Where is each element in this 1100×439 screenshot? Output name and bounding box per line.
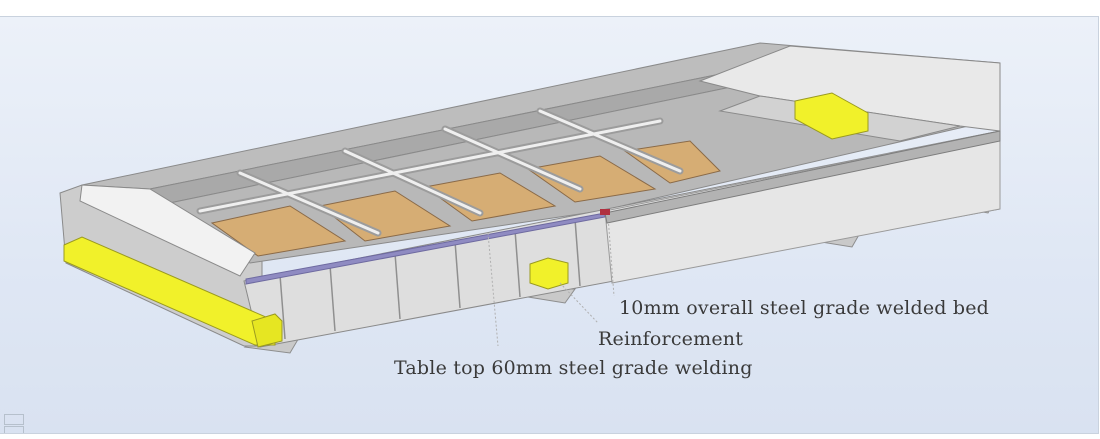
yellow-pad-front-left	[63, 236, 276, 346]
callout-welded-bed: 10mm overall steel grade welded bed	[619, 297, 990, 319]
top-rail	[245, 212, 606, 285]
yellow-pad-front-left-end	[251, 313, 283, 348]
callout-reinforcement: Reinforcement	[598, 328, 744, 350]
front-wall-ribs	[279, 218, 581, 340]
view-orientation-triad-icon[interactable]	[2, 413, 32, 433]
left-end-top	[79, 184, 256, 277]
support-plates	[210, 140, 721, 257]
cad-viewport[interactable]: 10mm overall steel grade welded bed Rein…	[0, 16, 1099, 434]
yellow-pad-right	[794, 92, 869, 140]
welded-bed-model	[59, 42, 1001, 354]
leader-lines	[487, 215, 615, 347]
callout-table-top: Table top 60mm steel grade welding	[394, 357, 753, 379]
yellow-block-center	[529, 257, 569, 290]
front-wall-right-panel	[604, 130, 1001, 284]
marker-point	[600, 209, 610, 215]
right-rail	[604, 130, 1001, 224]
